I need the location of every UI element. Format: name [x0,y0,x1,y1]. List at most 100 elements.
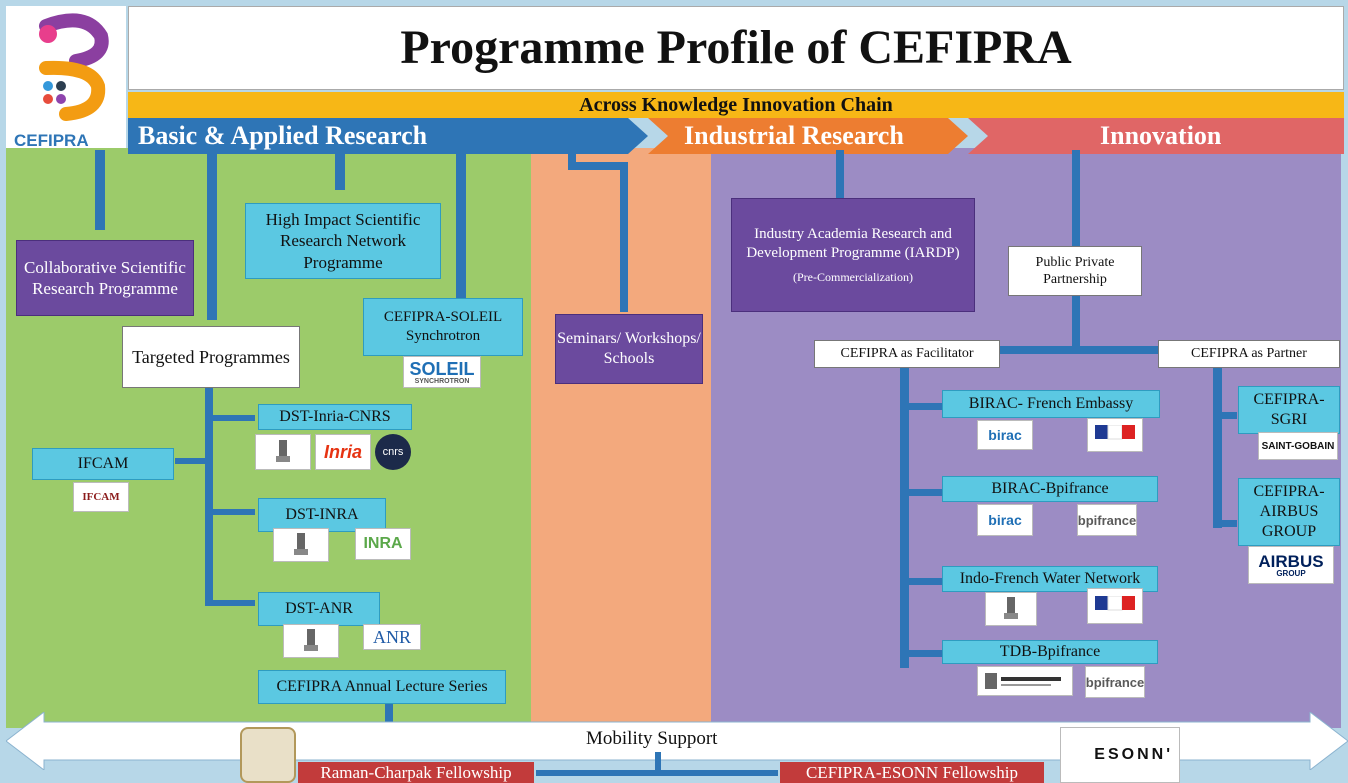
connector [1000,346,1158,354]
iardp-sublabel: (Pre-Commercialization) [793,270,913,285]
ifcam-box[interactable]: IFCAM [32,448,174,480]
birac-logo-2-text: birac [988,512,1022,528]
esonn-logo: ESONN' [1060,727,1180,783]
partner-label: CEFIPRA as Partner [1191,346,1307,362]
collaborative-research-label: Collaborative Scientific Research Progra… [24,257,186,298]
connector [1072,150,1080,248]
sgri-label: CEFIPRA-SGRI [1253,391,1325,428]
bpifrance-logo-2: bpifrance [1085,666,1145,698]
connector [1213,520,1237,527]
page-title-text: Programme Profile of CEFIPRA [400,21,1072,74]
soleil-logo-text: SOLEIL [409,358,475,379]
birac-bpi-label: BIRAC-Bpifrance [991,480,1109,497]
connector [900,489,942,496]
anr-logo: ANR [363,624,421,650]
flag-icon [1095,425,1135,440]
soleil-box[interactable]: CEFIPRA-SOLEIL Synchrotron [363,298,523,356]
french-embassy-logo-2 [1087,588,1143,624]
annual-lecture-box[interactable]: CEFIPRA Annual Lecture Series [258,670,506,704]
ifcam-logo-text: IFCAM [82,491,120,503]
chain-industrial-label: Industrial Research [684,121,904,150]
targeted-programmes-label: Targeted Programmes [132,346,290,367]
bpifrance-logo: bpifrance [1077,504,1137,536]
connector [900,368,909,668]
tdb-logo-icon [985,673,1061,689]
cefipra-logo-icon [39,13,109,121]
dst-inria-label: DST-Inria-CNRS [279,408,391,425]
inra-logo-text: INRA [363,535,403,552]
connector [205,600,255,606]
tdb-bpi-box[interactable]: TDB-Bpifrance [942,640,1158,664]
cnrs-logo-text: cnrs [382,446,404,458]
connector [1213,368,1222,528]
connector [205,415,255,421]
facilitator-label: CEFIPRA as Facilitator [840,346,974,362]
raman-logo [240,727,296,783]
ppp-box[interactable]: Public Private Partnership [1008,246,1142,296]
dst-inria-box[interactable]: DST-Inria-CNRS [258,404,412,430]
raman-charpak-label: Raman-Charpak Fellowship [320,762,512,782]
fellowship-connector [655,752,661,770]
connector [900,578,942,585]
connector [836,150,844,198]
annual-lecture-label: CEFIPRA Annual Lecture Series [276,678,488,695]
collaborative-research-box[interactable]: Collaborative Scientific Research Progra… [16,240,194,316]
connector [456,150,466,298]
water-network-label: Indo-French Water Network [959,570,1141,587]
dst-emblem-logo [255,434,311,470]
birac-logo-text: birac [988,427,1022,443]
esonn-fellowship-label: CEFIPRA-ESONN Fellowship [805,762,1019,782]
targeted-programmes-box[interactable]: Targeted Programmes [122,326,300,388]
connector [620,162,628,312]
ifcam-label: IFCAM [77,455,129,472]
saint-gobain-logo: SAINT-GOBAIN [1258,432,1338,460]
innovation-chain-arrow [128,118,1344,154]
dst-anr-box[interactable]: DST-ANR [258,592,380,626]
chain-basic-label: Basic & Applied Research [138,121,428,150]
connector [900,650,942,657]
facilitator-box[interactable]: CEFIPRA as Facilitator [814,340,1000,368]
high-impact-box[interactable]: High Impact Scientific Research Network … [245,203,441,279]
partner-box[interactable]: CEFIPRA as Partner [1158,340,1340,368]
inria-logo: Inria [315,434,371,470]
chain-innovation-label: Innovation [1100,121,1222,150]
mobility-support-arrow [6,712,1348,770]
connector [385,700,393,722]
connector [205,388,213,606]
seminars-box[interactable]: Seminars/ Workshops/ Schools [555,314,703,384]
dst-emblem-logo-2 [273,528,329,562]
birac-logo: birac [977,420,1033,450]
page-title: Programme Profile of CEFIPRA [128,6,1344,90]
soleil-logo: SOLEIL SYNCHROTRON [403,356,481,388]
ppp-label: Public Private Partnership [1035,254,1115,288]
dst-emblem-logo-4 [985,592,1037,626]
esonn-logo-text: ESONN' [1094,746,1173,763]
esonn-fellowship-box[interactable]: CEFIPRA-ESONN Fellowship [780,762,1044,783]
emblem-icon [1004,597,1018,619]
iardp-label: Industry Academia Research and Developme… [746,225,960,261]
birac-bpi-box[interactable]: BIRAC-Bpifrance [942,476,1158,502]
connector [900,403,942,410]
raman-charpak-box[interactable]: Raman-Charpak Fellowship [298,762,534,783]
emblem-icon [294,533,308,555]
flag-icon [1095,596,1135,611]
tdb-logo [977,666,1073,696]
bpifrance-logo-text: bpifrance [1077,512,1137,528]
emblem-icon [304,629,318,651]
cefipra-logo: CEFIPRA [6,6,126,150]
dst-inra-box[interactable]: DST-INRA [258,498,386,532]
dst-emblem-logo-3 [283,624,339,658]
birac-embassy-box[interactable]: BIRAC- French Embassy [942,390,1160,418]
anr-logo-text: ANR [372,626,411,647]
iardp-box[interactable]: Industry Academia Research and Developme… [731,198,975,312]
airbus-box[interactable]: CEFIPRA-AIRBUS GROUP [1238,478,1340,546]
french-embassy-logo [1087,418,1143,452]
water-network-box[interactable]: Indo-French Water Network [942,566,1158,592]
airbus-logo-text: AIRBUS [1258,551,1324,571]
knowledge-chain-label: Across Knowledge Innovation Chain [579,93,893,116]
connector [1213,412,1237,419]
connector [95,150,105,230]
connector [205,509,255,515]
high-impact-label: High Impact Scientific Research Network … [265,210,421,272]
sgri-box[interactable]: CEFIPRA-SGRI [1238,386,1340,434]
